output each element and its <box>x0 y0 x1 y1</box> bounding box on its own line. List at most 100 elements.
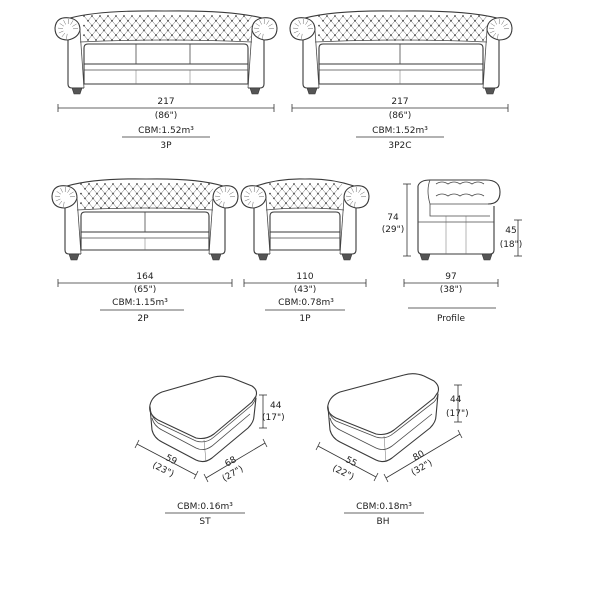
tuft-pleat <box>88 203 98 209</box>
tuft-pleat <box>140 198 150 204</box>
tuft-button <box>313 207 315 209</box>
arm-roll-pleat <box>351 187 354 193</box>
tuft-pleat <box>366 25 376 31</box>
ottoman-bh-depth-cm: 55 <box>344 455 359 469</box>
tuft-pleat <box>132 198 142 204</box>
tuft-pleat <box>269 183 279 189</box>
tuft-pleat <box>187 35 197 41</box>
chair-1p-code: 1P <box>299 314 311 324</box>
tuft-pleat <box>219 35 229 41</box>
tuft-pleat <box>207 20 217 26</box>
tuft-pleat <box>338 20 348 26</box>
tuft-pleat <box>313 188 323 194</box>
tuft-pleat <box>450 20 460 26</box>
arm-roll-pleat <box>298 19 301 25</box>
tuft-pleat <box>195 15 205 21</box>
tuft-button <box>434 39 436 41</box>
tuft-pleat <box>390 25 400 31</box>
chair-1p-width-cm: 110 <box>296 272 313 282</box>
arm-roll-pleat <box>67 188 71 193</box>
tuft-pleat <box>329 188 339 194</box>
tuft-button <box>124 207 126 209</box>
tuft-pleat <box>123 15 133 21</box>
tuft-pleat <box>418 20 428 26</box>
tuft-pleat <box>167 30 177 36</box>
tuft-button <box>482 19 484 22</box>
tuft-pleat <box>156 198 166 204</box>
tuft-pleat <box>269 193 279 199</box>
tuft-button <box>208 192 210 195</box>
sofa-2p-code: 2P <box>137 314 149 324</box>
tuft-pleat <box>176 183 186 189</box>
tuft-pleat <box>136 203 146 209</box>
tuft-pleat <box>112 183 122 189</box>
tuft-button <box>231 39 233 41</box>
tuft-button <box>482 29 484 32</box>
arm-roll-pleat <box>72 23 77 27</box>
tuft-pleat <box>466 30 476 36</box>
tuft-pleat <box>406 25 416 31</box>
tuft-button <box>95 39 97 41</box>
tuft-pleat <box>103 30 113 36</box>
tuft-pleat <box>184 183 194 189</box>
tuft-pleat <box>478 25 488 31</box>
tuft-button <box>474 39 476 41</box>
tuft-pleat <box>131 15 141 21</box>
tuft-pleat <box>422 25 432 31</box>
arm-roll-pleat <box>61 32 66 38</box>
tuft-pleat <box>115 25 125 31</box>
tuft-pleat <box>152 193 162 199</box>
tuft-pleat <box>87 20 97 26</box>
tuft-pleat <box>151 20 161 26</box>
arm-roll-pleat <box>492 32 497 38</box>
tuft-pleat <box>446 15 456 21</box>
tuft-pleat <box>180 198 190 204</box>
tuft-pleat <box>104 193 114 199</box>
tuft-pleat <box>378 30 388 36</box>
tuft-pleat <box>430 15 440 21</box>
tuft-pleat <box>111 20 121 26</box>
tuft-pleat <box>378 20 388 26</box>
tuft-pleat <box>144 193 154 199</box>
ottoman-bh-height-in: (17") <box>446 409 469 419</box>
tuft-pleat <box>116 198 126 204</box>
tuft-pleat <box>196 188 206 194</box>
tuft-pleat <box>326 25 336 31</box>
arm-roll-pleat <box>347 191 353 195</box>
tuft-pleat <box>438 35 448 41</box>
tuft-pleat <box>354 20 364 26</box>
ottoman-bh-cbm: CBM:0.18m³ <box>356 502 412 512</box>
tuft-pleat <box>199 30 209 36</box>
ottoman-st-height-in: (17") <box>262 413 285 423</box>
tuft-pleat <box>120 203 130 209</box>
arm-roll-pleat <box>249 187 252 193</box>
tuft-button <box>103 39 105 41</box>
arm-roll-pleat <box>490 23 496 27</box>
tuft-button <box>143 39 145 41</box>
tuft-button <box>322 39 324 41</box>
sofa-2p-drawing <box>51 178 239 261</box>
tuft-button <box>223 39 225 41</box>
tuft-pleat <box>115 35 125 41</box>
tuft-pleat <box>188 188 198 194</box>
tuft-pleat <box>176 193 186 199</box>
tuft-pleat <box>148 198 158 204</box>
tuft-pleat <box>116 188 126 194</box>
tuft-pleat <box>227 25 237 31</box>
tuft-button <box>208 202 210 205</box>
tuft-pleat <box>192 203 202 209</box>
tuft-pleat <box>462 35 472 41</box>
tuft-pleat <box>386 20 396 26</box>
tuft-pleat <box>187 25 197 31</box>
tuft-pleat <box>100 198 110 204</box>
tuft-pleat <box>223 20 233 26</box>
tuft-pleat <box>422 35 432 41</box>
chair-1p-drawing <box>240 178 370 261</box>
tuft-pleat <box>474 30 484 36</box>
tuft-pleat <box>203 25 213 31</box>
tuft-pleat <box>305 188 315 194</box>
arm-roll-pleat <box>223 201 225 207</box>
tuft-button <box>354 39 356 41</box>
tuft-pleat <box>108 188 118 194</box>
tuft-pleat <box>454 15 464 21</box>
